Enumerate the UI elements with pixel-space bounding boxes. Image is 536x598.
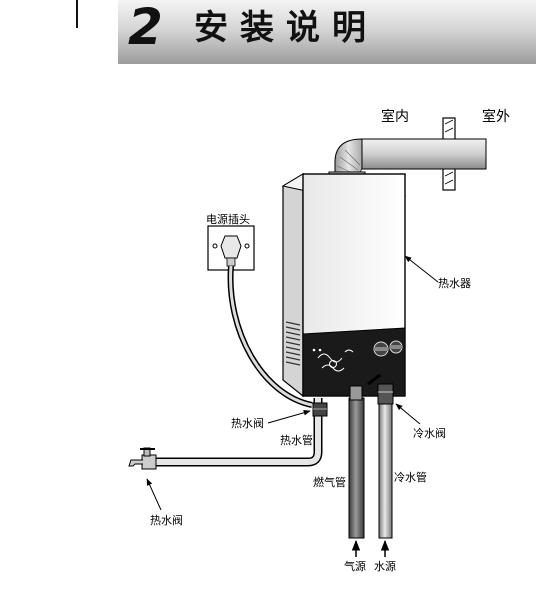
outdoor-label: 室外: [482, 108, 510, 125]
water-source-label: 水源: [374, 559, 396, 573]
cold-valve-label: 冷水阀: [413, 426, 446, 440]
hot-pipe-label: 热水管: [280, 433, 313, 447]
gas-pipe: [348, 385, 365, 539]
section-banner: 2 安装说明: [118, 0, 536, 64]
power-plug-label: 电源插头: [206, 212, 250, 226]
power-socket: [207, 225, 255, 271]
margin-rule: [76, 0, 78, 28]
water-heater-label: 热水器: [438, 277, 471, 290]
gas-source-label: 气源: [344, 559, 366, 573]
indoor-label: 室内: [381, 108, 409, 125]
control-knob: [389, 340, 403, 354]
cold-valve-arrow: [395, 403, 421, 425]
water-heater-arrow: [404, 255, 439, 283]
cold-water-pipe: [367, 373, 394, 539]
section-title: 安装说明: [194, 8, 378, 48]
hot-water-tap: [128, 447, 157, 470]
hot-valve-label: 热水阀: [231, 416, 264, 430]
control-knob: [373, 341, 389, 357]
section-number: 2: [128, 0, 163, 56]
water-heater: [281, 172, 407, 398]
power-cord: [229, 265, 313, 407]
cold-pipe-label: 冷水管: [394, 470, 427, 484]
hot-tap-label: 热水阀: [150, 513, 183, 527]
hot-valve-arrow: [267, 410, 311, 424]
hot-tap-arrow: [146, 478, 162, 511]
gas-pipe-label: 燃气管: [313, 475, 346, 489]
hot-water-pipe: [154, 398, 328, 467]
